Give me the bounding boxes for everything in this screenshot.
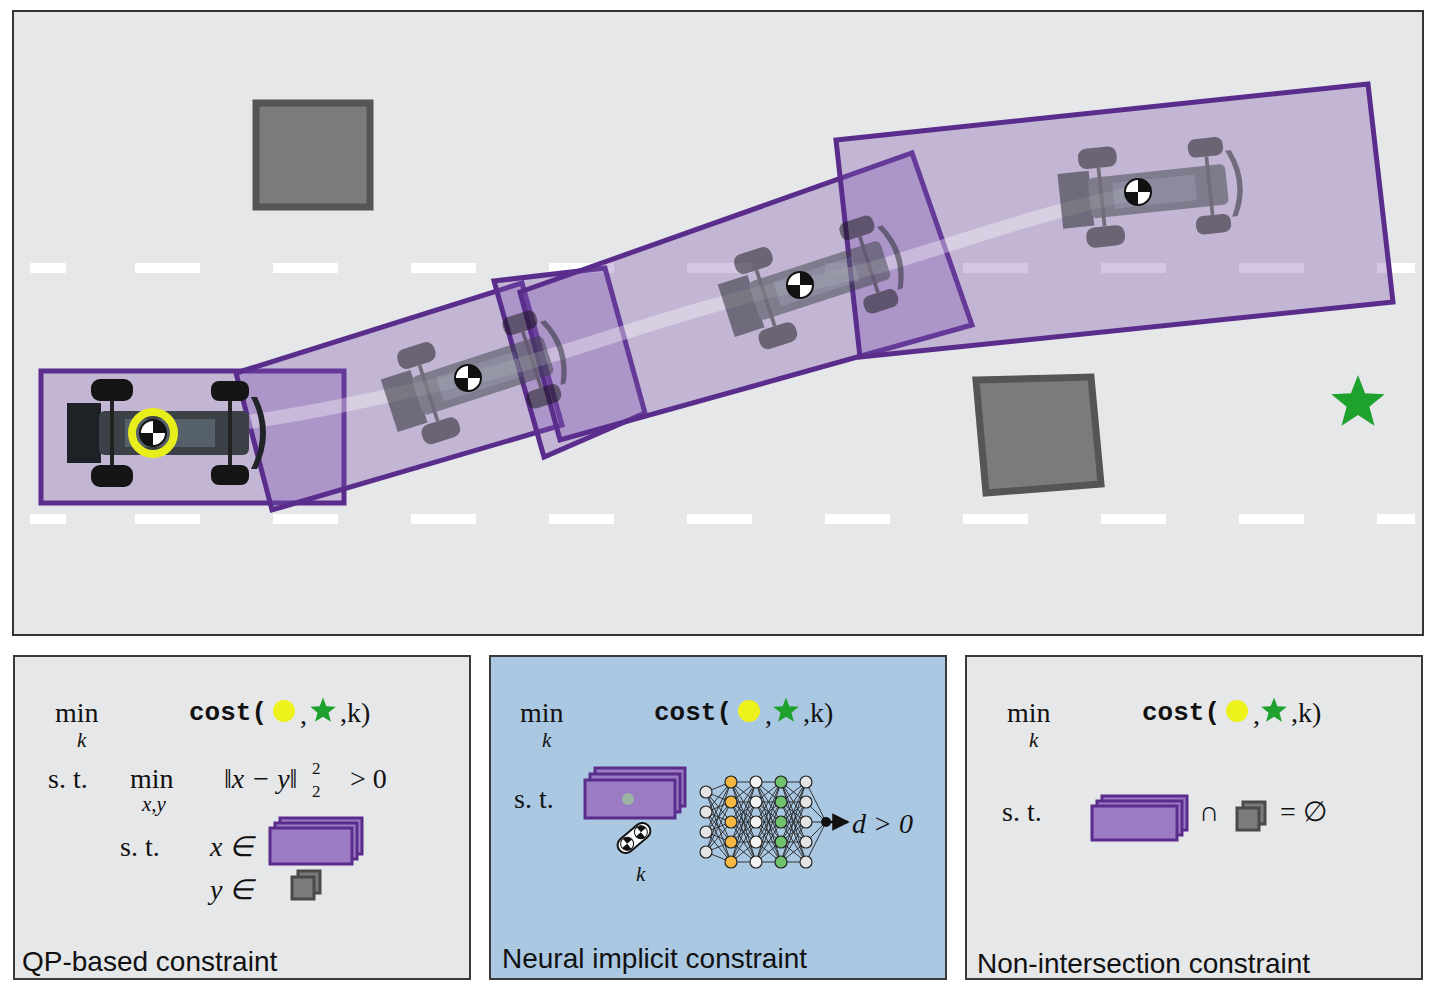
panel-caption: Neural implicit constraint bbox=[502, 945, 807, 973]
footprint-box bbox=[836, 84, 1393, 357]
formula-term: ,k) bbox=[340, 699, 370, 727]
formula-term: cost( bbox=[654, 700, 732, 726]
formula-term: k bbox=[636, 864, 645, 885]
formula-term: 2 bbox=[312, 783, 321, 800]
formula-term: ,k) bbox=[803, 699, 833, 727]
formula-term: x,y bbox=[142, 794, 166, 815]
formula-term: k bbox=[1029, 730, 1038, 751]
formula-term: min bbox=[130, 765, 174, 793]
start-ring bbox=[132, 412, 174, 454]
center-marker bbox=[455, 365, 481, 391]
formula-term: d > 0 bbox=[852, 810, 913, 838]
car bbox=[374, 302, 579, 453]
formula-term: s. t. bbox=[120, 833, 160, 861]
formula-term: s. t. bbox=[48, 765, 88, 793]
swept-footprints bbox=[41, 84, 1393, 510]
formula-term: min bbox=[55, 699, 99, 727]
lane-marking bbox=[30, 514, 1415, 524]
formula-term: = ∅ bbox=[1280, 798, 1327, 826]
car bbox=[1055, 133, 1247, 251]
formula-term: cost( bbox=[1142, 700, 1220, 726]
formula-term: x ∈ bbox=[210, 833, 253, 861]
panel-caption: Non-intersection constraint bbox=[977, 950, 1310, 978]
car bbox=[67, 379, 266, 487]
formula-term: min bbox=[520, 699, 564, 727]
center-marker bbox=[140, 420, 166, 446]
car bbox=[711, 207, 916, 358]
formula-term: cost( bbox=[189, 700, 267, 726]
formula-term: , bbox=[765, 701, 772, 729]
footprint-box bbox=[236, 283, 562, 510]
center-marker bbox=[1125, 179, 1151, 205]
formula-term: y ∈ bbox=[210, 876, 253, 904]
formula-term: , bbox=[300, 701, 307, 729]
footprint-box bbox=[41, 371, 344, 503]
center-marker bbox=[787, 272, 813, 298]
formula-term: k bbox=[77, 730, 86, 751]
trajectory bbox=[155, 192, 1140, 433]
scene-frame bbox=[13, 11, 1423, 635]
formula-term: ,k) bbox=[1291, 699, 1321, 727]
formula-term: 2 bbox=[312, 760, 321, 777]
formula-term: ∩ bbox=[1199, 798, 1219, 826]
lane-marking bbox=[30, 263, 1415, 273]
constraint-panel: minkcost(,,k)s. t.minx,y‖x − y‖22> 0s. t… bbox=[13, 655, 471, 980]
obstacle bbox=[976, 377, 1101, 493]
formula-term: , bbox=[1253, 701, 1260, 729]
constraint-panel: min k cost(, ,k) s. t. k d > 0 Neural implicit … bbox=[489, 655, 947, 980]
constraint-panel: min k cost(, ,k) s. t. ∩ = ∅ Non-intersection c… bbox=[965, 655, 1423, 980]
formula-term: ‖x − y‖ bbox=[224, 765, 297, 793]
footprint-box bbox=[494, 268, 645, 457]
formula-term: k bbox=[542, 730, 551, 751]
formula-term: > 0 bbox=[350, 765, 387, 793]
obstacle bbox=[256, 103, 370, 207]
goal-star bbox=[1331, 375, 1384, 426]
panel-caption: QP-based constraint bbox=[22, 948, 277, 976]
formula-term: min bbox=[1007, 699, 1051, 727]
formula-term: s. t. bbox=[514, 785, 554, 813]
footprint-box bbox=[520, 153, 972, 440]
formula-term: s. t. bbox=[1002, 798, 1042, 826]
